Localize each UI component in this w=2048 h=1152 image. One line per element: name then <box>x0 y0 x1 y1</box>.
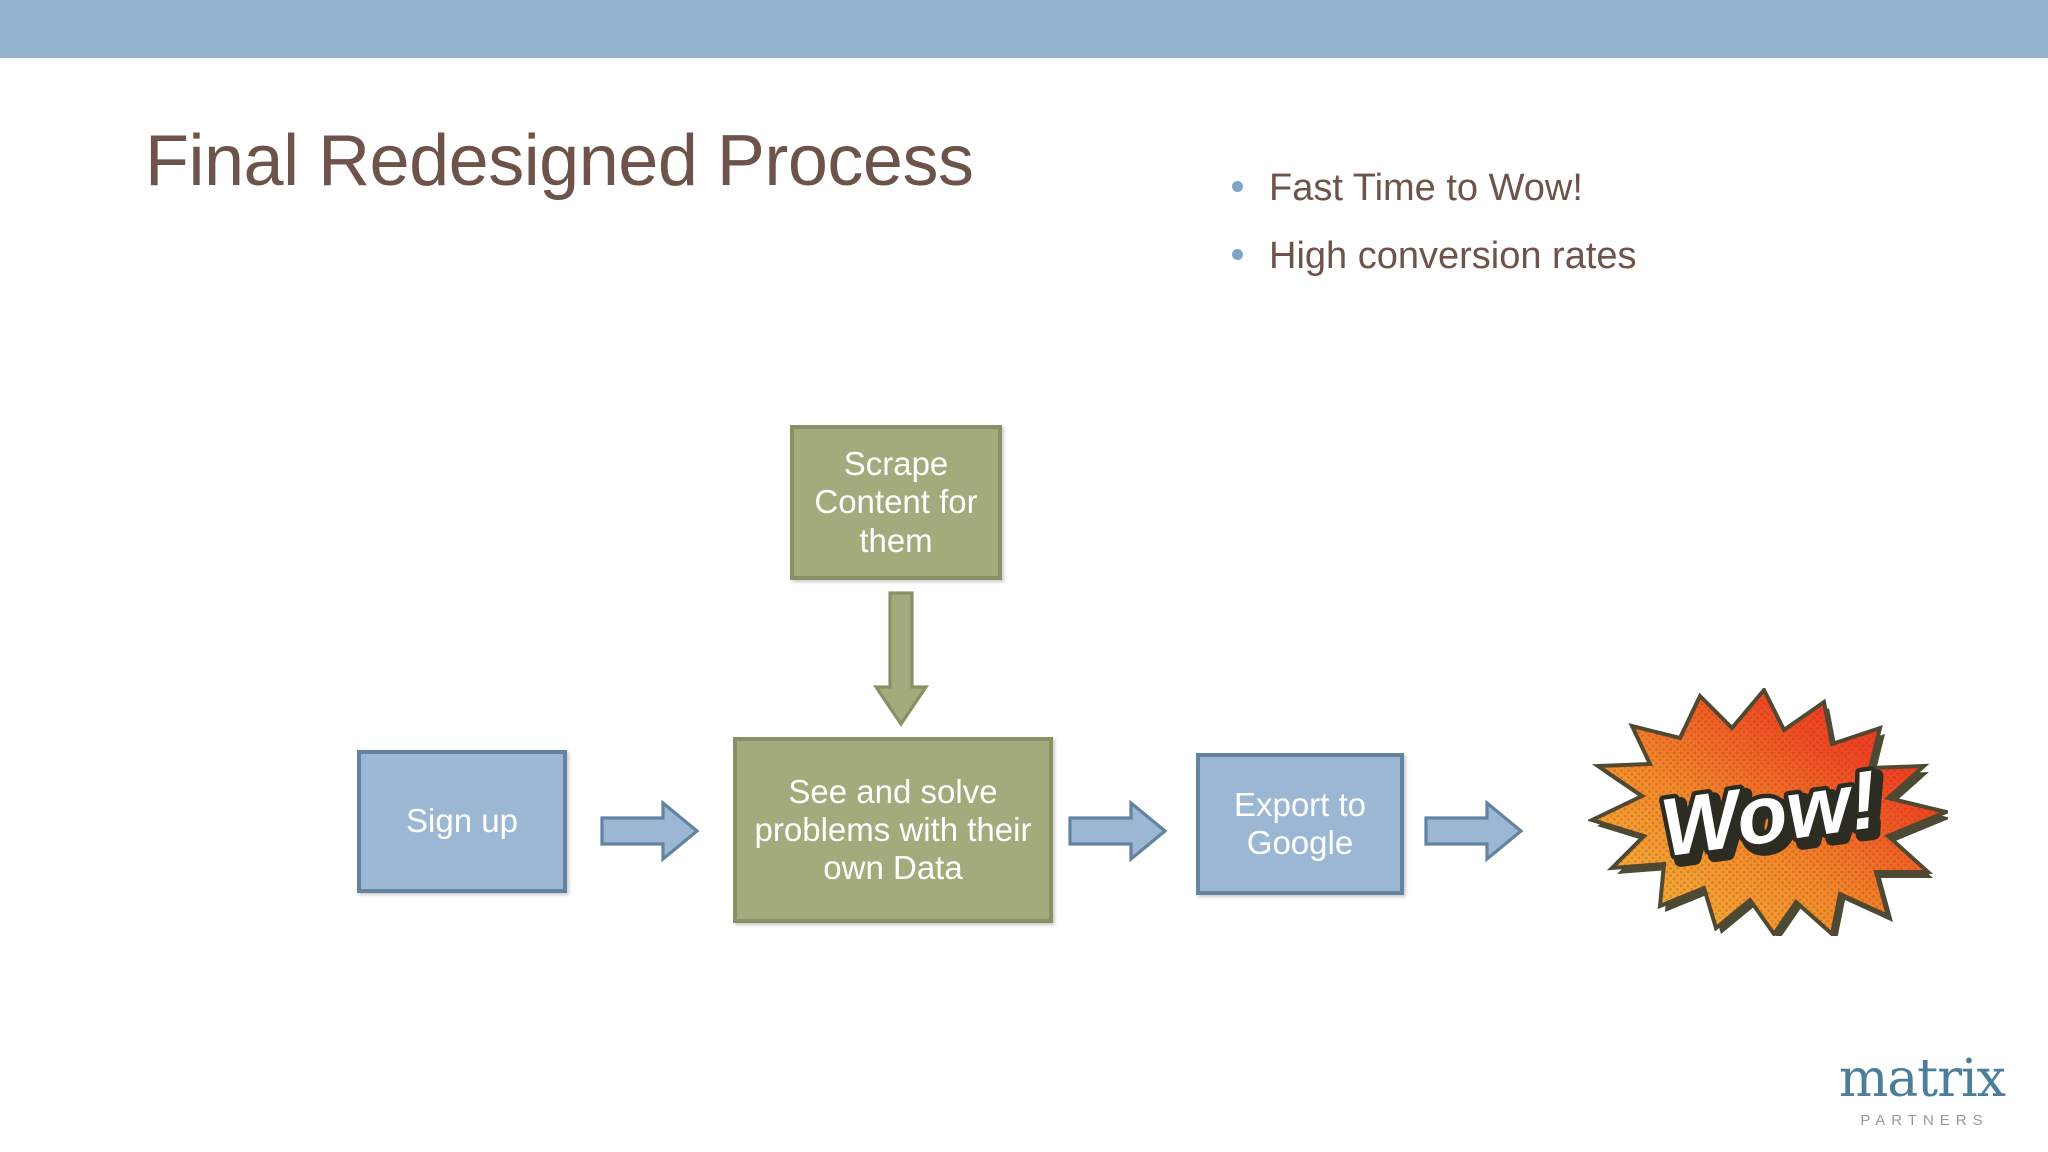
arrow-right-icon <box>1068 800 1168 862</box>
flow-box-scrape-content: Scrape Content for them <box>790 425 1002 580</box>
flow-box-see-and-solve: See and solve problems with their own Da… <box>733 737 1053 923</box>
list-item: High conversion rates <box>1232 234 1992 278</box>
list-item: Fast Time to Wow! <box>1232 167 1992 210</box>
bullet-dot-icon <box>1232 181 1243 192</box>
matrix-partners-logo: matrix PARTNERS <box>1822 1053 2022 1129</box>
logo-wordmark: matrix <box>1838 1049 2006 1109</box>
logo-subtitle: PARTNERS <box>1860 1112 1989 1129</box>
bullet-text: Fast Time to Wow! <box>1269 167 1583 209</box>
arrow-right-icon <box>1424 800 1524 862</box>
flow-box-sign-up: Sign up <box>357 750 567 893</box>
arrow-down-icon <box>873 591 929 727</box>
wow-starburst-graphic: Wow! Wow! <box>1588 688 1948 936</box>
page-title: Final Redesigned Process <box>145 121 974 201</box>
flow-box-export-to-google: Export to Google <box>1196 753 1404 895</box>
top-banner <box>0 0 2048 58</box>
bullet-text: High conversion rates <box>1269 234 1637 277</box>
bullet-list: Fast Time to Wow! High conversion rates <box>1232 167 1992 304</box>
bullet-dot-icon <box>1232 248 1243 260</box>
arrow-right-icon <box>600 800 700 862</box>
